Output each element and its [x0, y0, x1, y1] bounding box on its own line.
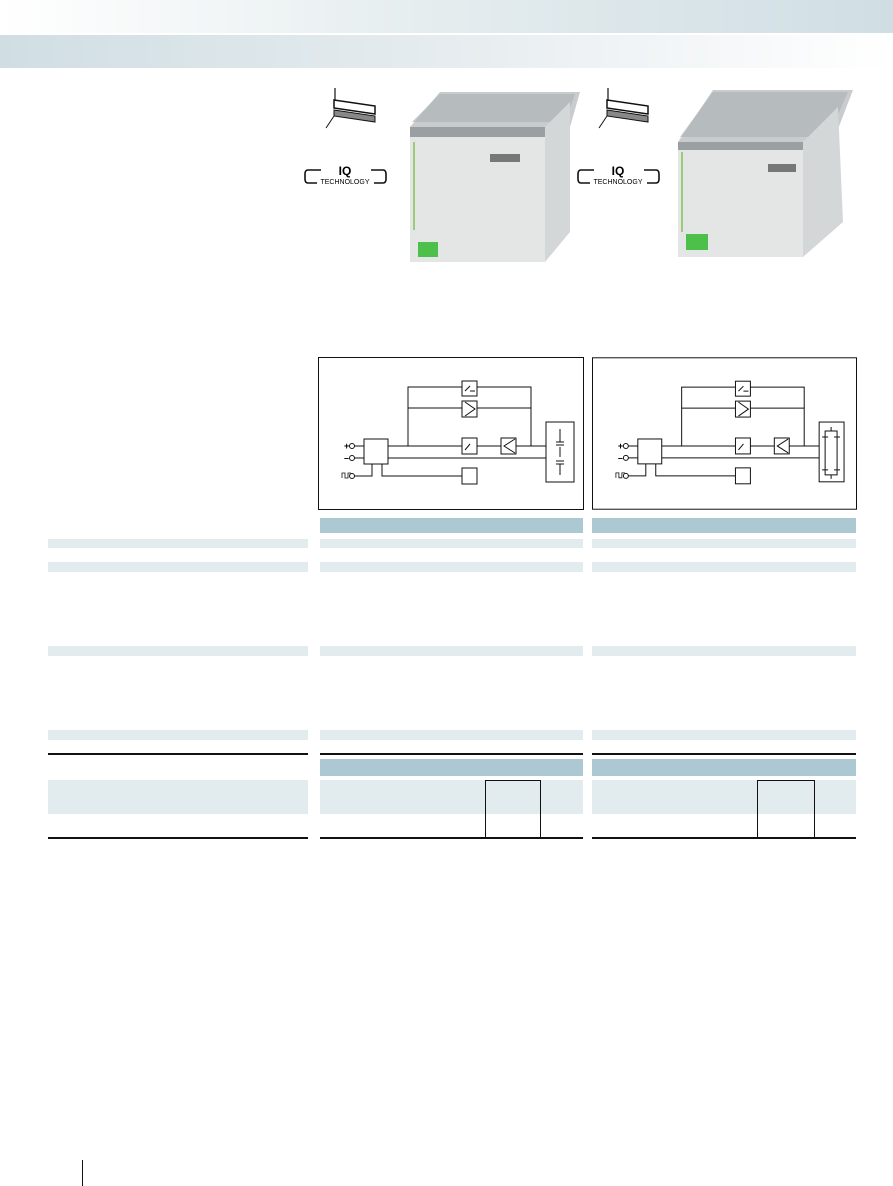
converter-block — [637, 438, 663, 465]
table-bottom-rule — [48, 837, 308, 839]
logo-sub: TECHNOLOGY — [593, 179, 642, 186]
svg-text:+: + — [618, 441, 623, 451]
table-divider — [592, 753, 856, 755]
block-diagram-2: + – — [592, 357, 857, 510]
product-photo-ups-1 — [410, 92, 580, 262]
svg-text:–: – — [344, 453, 349, 463]
ordering-header-col-2 — [592, 759, 856, 776]
logo-main: IQ — [339, 164, 352, 178]
header-band-top — [0, 0, 893, 33]
header-band-bottom — [0, 35, 893, 68]
logo-main: IQ — [612, 164, 625, 178]
din-rail-icon — [598, 88, 649, 129]
footer-divider — [82, 1160, 83, 1186]
iq-technology-logo: IQ TECHNOLOGY — [304, 164, 387, 186]
table-divider — [48, 753, 308, 755]
block-diagram-1: + – — [318, 357, 584, 510]
iq-technology-logo: IQ TECHNOLOGY — [577, 164, 660, 186]
table-header-col-2 — [592, 518, 856, 533]
ordering-header-col-1 — [320, 759, 583, 776]
svg-text:+: + — [344, 441, 349, 451]
logo-sub: TECHNOLOGY — [320, 179, 369, 186]
table-bottom-rule — [592, 837, 856, 839]
table-bottom-rule — [320, 837, 583, 839]
product-photo-ups-2 — [678, 90, 853, 257]
din-rail-icon — [325, 88, 376, 129]
table-divider — [320, 753, 583, 755]
order-number-box — [485, 780, 541, 838]
table-header-col-1 — [320, 518, 583, 533]
order-number-box — [757, 780, 815, 838]
svg-text:–: – — [618, 453, 623, 463]
converter-block — [363, 438, 389, 465]
